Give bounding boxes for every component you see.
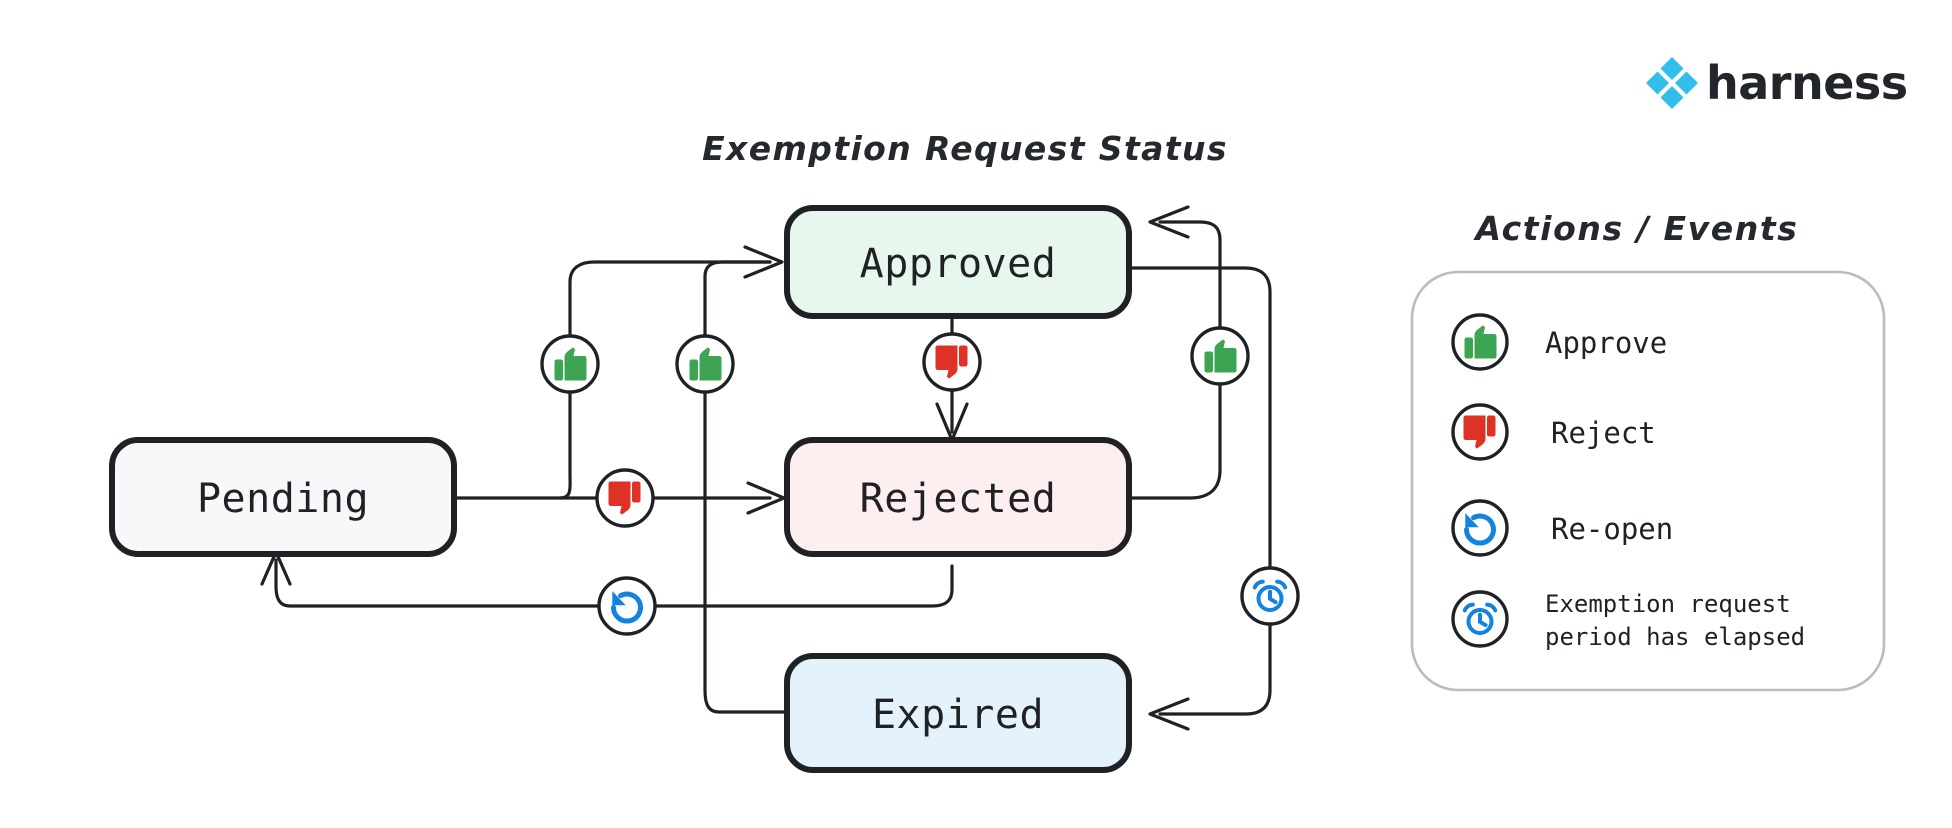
edge-badge-elapsed[interactable] [1240,566,1300,626]
legend-item-reopen-label: Re-open [1551,512,1673,546]
legend: Actions / Events Approve Reject Re-open [1410,209,1886,692]
arrowhead-pending-to-approved [743,245,784,279]
harness-diamond-logo-icon [1646,57,1698,109]
legend-item-reopen[interactable]: Re-open [1451,499,1673,557]
legend-item-elapsed[interactable]: Exemption request period has elapsed [1451,590,1805,651]
arrowhead-approved-to-expired [1148,697,1190,731]
edge-badge-reopen[interactable] [597,576,657,636]
edge-badge-reject-pending[interactable] [595,468,655,528]
edge-approved-to-expired [1128,266,1272,716]
edge-expired-to-approved [703,260,792,714]
legend-title: Actions / Events [1473,209,1799,248]
edge-badge-approve-pending[interactable] [540,334,600,394]
edge-badge-approve-rejected[interactable] [1190,326,1250,386]
state-node-approved[interactable]: Approved [784,205,1132,319]
state-node-approved-box [784,205,1132,319]
edge-pending-to-approved [558,260,772,500]
legend-item-elapsed-label-line2: period has elapsed [1545,623,1805,651]
legend-item-approve-label: Approve [1545,326,1667,360]
legend-item-approve[interactable]: Approve [1451,313,1667,371]
edge-badge-approve-expired[interactable] [675,334,735,394]
state-node-rejected[interactable]: Rejected [784,437,1132,557]
legend-panel [1410,270,1886,692]
node-layer: Pending Approved Rejected Expired [109,205,1132,773]
brand-name: harness [1706,56,1908,110]
legend-item-reject[interactable]: Reject [1451,403,1656,461]
legend-item-reject-label: Reject [1551,416,1656,450]
state-node-expired-label: Expired [872,692,1044,738]
state-node-pending-label: Pending [197,476,369,522]
edge-badge-reject-approved[interactable] [922,332,982,392]
state-node-rejected-box [784,437,1132,557]
state-node-expired[interactable]: Expired [784,653,1132,773]
state-node-approved-label: Approved [860,241,1057,287]
brand-logo: harness [1646,56,1908,110]
arrowhead-rejected-to-approved [1148,205,1190,239]
edge-badge-layer [540,326,1300,636]
page-title: Exemption Request Status [702,129,1228,168]
state-node-pending-box [109,437,457,557]
legend-item-elapsed-label-line1: Exemption request [1545,590,1791,618]
state-node-expired-box [784,653,1132,773]
state-node-rejected-label: Rejected [860,476,1057,522]
state-node-pending[interactable]: Pending [109,437,457,557]
